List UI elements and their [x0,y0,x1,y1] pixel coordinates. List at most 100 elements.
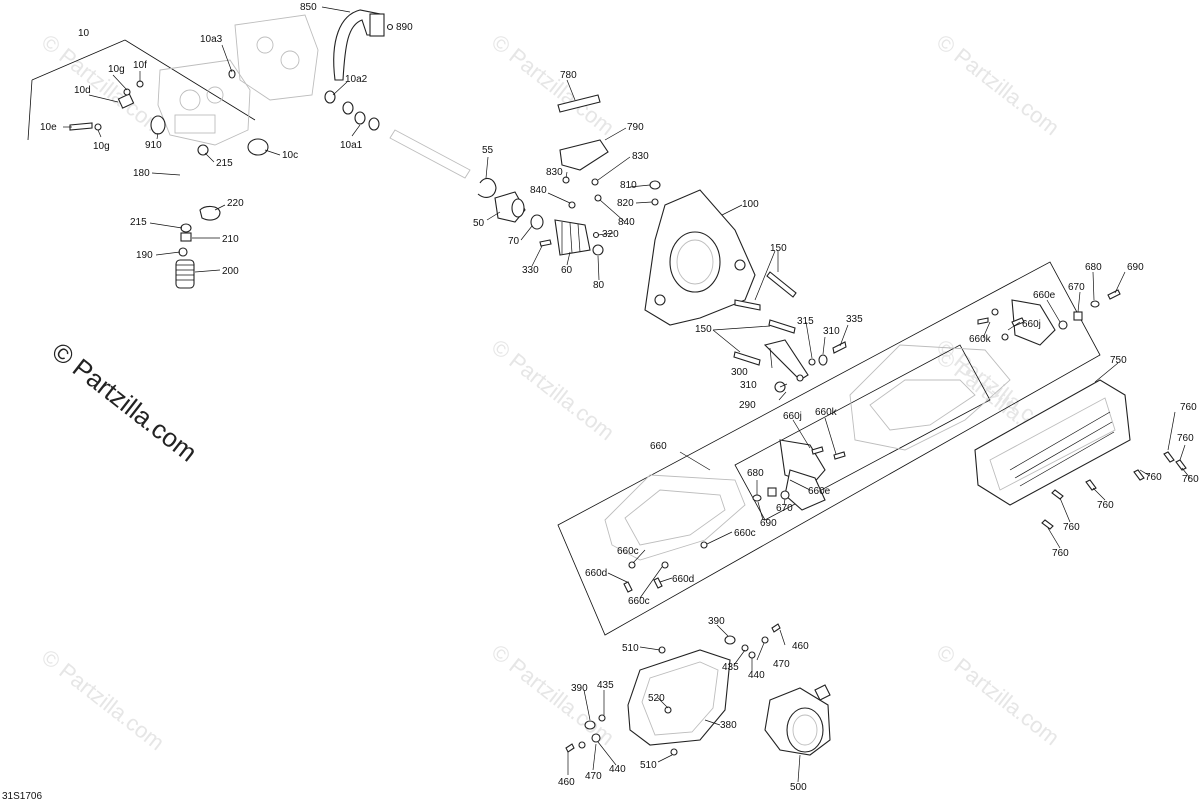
middle-parts [477,94,661,256]
clamp-215-lower [180,223,192,233]
callout: 200 [222,266,239,277]
callout: 150 [695,324,712,335]
callout: 460 [792,641,809,652]
callout: 760 [1182,474,1199,485]
oring-10a3 [228,69,236,79]
nut-840 [594,194,602,202]
orings-10a [324,90,380,131]
plug-190 [178,247,188,257]
engine-head-outline [234,14,319,101]
plate-660e [1011,299,1056,346]
callout: 180 [133,168,150,179]
bolt-10e [69,122,93,131]
callout: 760 [1052,548,1069,559]
callout: 670 [1068,282,1085,293]
callout: 440 [748,670,765,681]
fitting-10d [117,93,135,109]
callout: 890 [396,22,413,33]
callout: 690 [760,518,777,529]
bracket-790 [559,139,609,171]
callout: 760 [1097,500,1114,511]
watermark: © Partzilla.com [487,29,619,140]
engine-block-outline [157,59,251,146]
callout: 470 [585,771,602,782]
callout: 220 [227,198,244,209]
clamp-80 [592,244,604,256]
callout: 790 [627,122,644,133]
callout: 760 [1180,402,1197,413]
housing-500 [764,684,831,756]
bottom-fasteners [565,623,781,753]
screw-320 [592,231,600,239]
boot-60 [554,219,591,256]
drawing-code: 31S1706 [2,791,42,802]
callout: 660c [617,546,639,557]
engine-group [27,14,319,289]
callout: 10g [93,141,110,152]
callout: 760 [1063,522,1080,533]
screw-330 [539,239,552,247]
bolts-150 [733,271,797,366]
watermark: © Partzilla.com [932,29,1064,140]
part-910 [150,115,166,135]
callout: 55 [482,145,494,156]
group-660-frame [557,261,1101,636]
callout: 70 [508,236,520,247]
callout: 215 [130,217,147,228]
callout: 290 [739,400,756,411]
callout: 390 [571,683,588,694]
group-bracket [27,39,256,141]
callout: 840 [530,185,547,196]
leader-lines [63,6,1191,783]
callout: 440 [609,764,626,775]
callout: 910 [145,140,162,151]
callout: 680 [747,468,764,479]
callout: 780 [560,70,577,81]
callout: 310 [823,326,840,337]
shield-380 [627,646,731,756]
callout: 750 [1110,355,1127,366]
callout: 330 [522,265,539,276]
callout: 830 [546,167,563,178]
callout: 660d [672,574,694,585]
clamp-70 [530,214,544,230]
callout: 210 [222,234,239,245]
callout: 520 [648,693,665,704]
callout: 435 [722,662,739,673]
callout: 300 [731,367,748,378]
upper-shell-outline [849,344,1011,451]
callout: 310 [740,380,757,391]
callout: 460 [558,777,575,788]
callout: 500 [790,782,807,793]
callout: 10c [282,150,298,161]
callout: 760 [1177,433,1194,444]
panel-group-660 [557,261,1121,636]
washer-810 [649,180,661,190]
callout: 840 [618,217,635,228]
callout: 380 [720,720,737,731]
clamp-215 [197,144,209,156]
main-watermark: © Partzilla.com [46,336,203,468]
callout: 435 [597,680,614,691]
callout: 660k [815,407,838,418]
callout: 680 [1085,262,1102,273]
callout: 510 [640,760,657,771]
washer-10g-lower [94,123,102,131]
callout: 215 [216,158,233,169]
callout: 850 [300,2,317,13]
lower-shell-outline [604,474,746,561]
watermark: © Partzilla.com [37,644,169,755]
watermark: © Partzilla.com [37,29,169,140]
support-100 [644,189,756,326]
callout: 10a3 [200,34,223,45]
callout: 10d [74,85,91,96]
bracket-780 [557,94,601,113]
callout: 690 [1127,262,1144,273]
screws-760 [1041,451,1187,530]
callout: 810 [620,180,637,191]
callout: 335 [846,314,863,325]
callout: 10f [133,60,147,71]
callout: 10g [108,64,125,75]
callout: 660c [628,596,650,607]
